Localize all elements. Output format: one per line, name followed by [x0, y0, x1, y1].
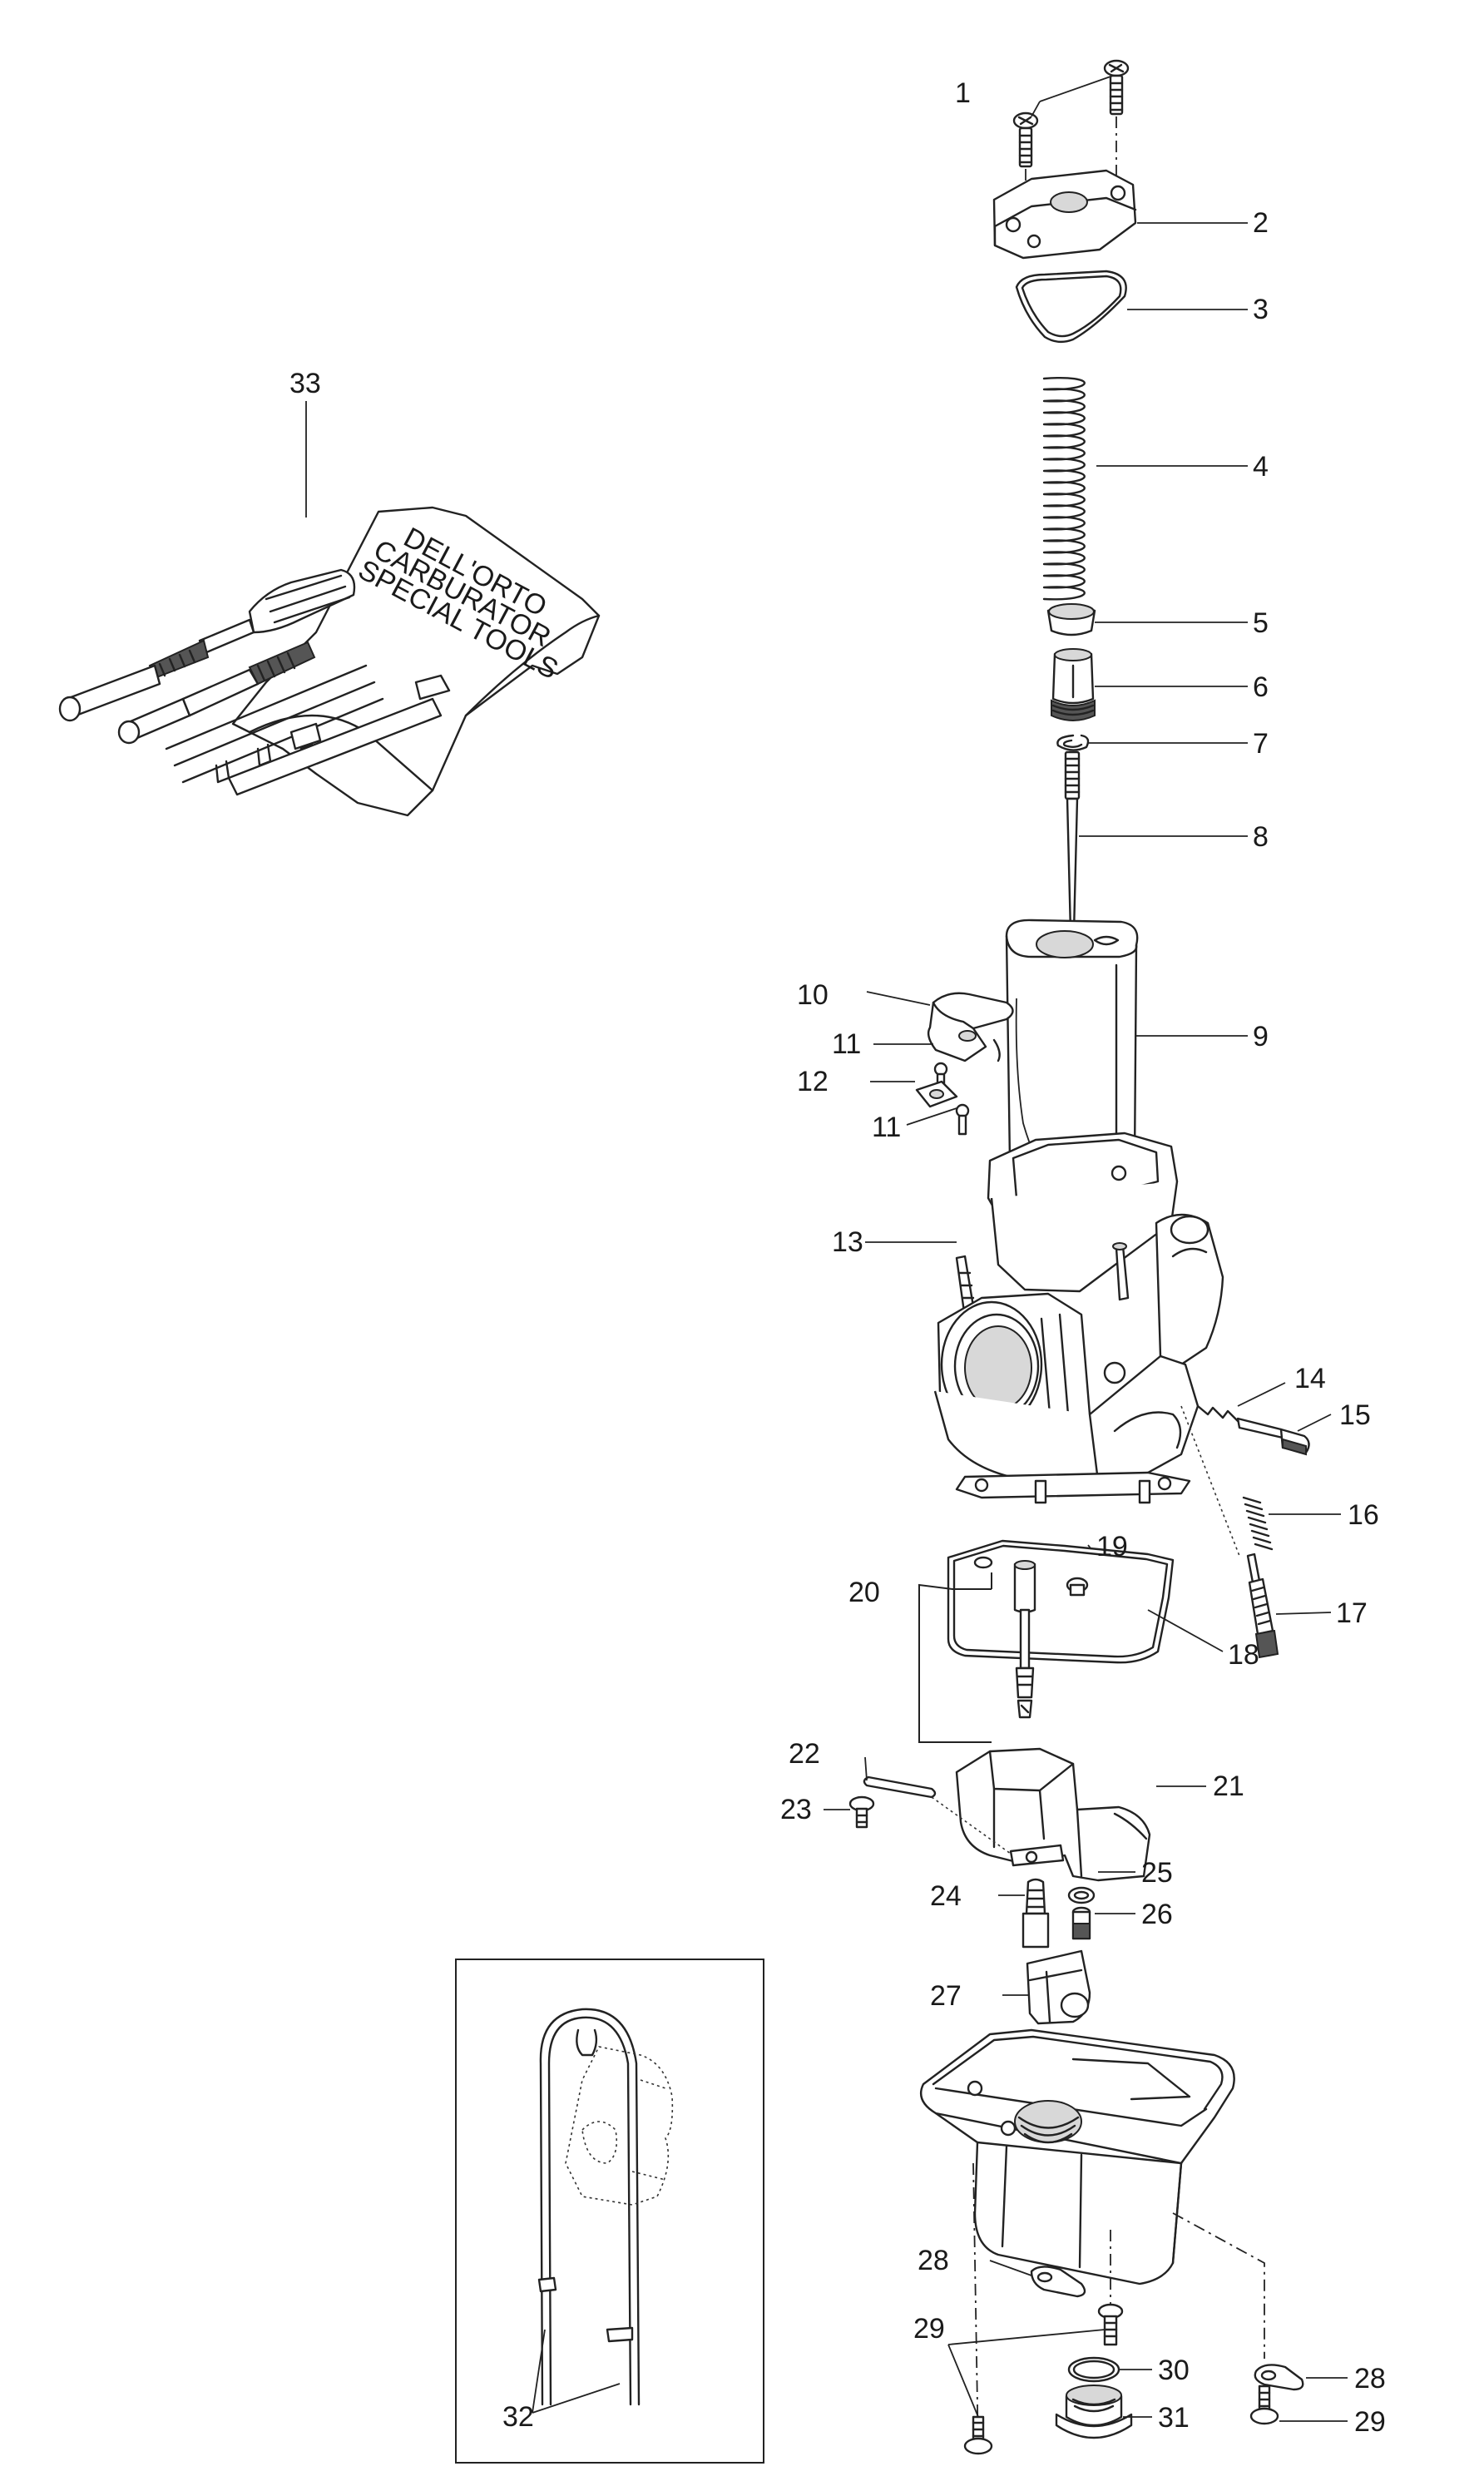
callout-13: 13	[832, 1226, 863, 1258]
part-29-screw-left	[963, 2415, 993, 2455]
part-30-o-ring	[1067, 2356, 1120, 2383]
callout-27: 27	[930, 1980, 962, 2012]
part-28-clip-right	[1254, 2364, 1304, 2391]
callout-25: 25	[1141, 1857, 1173, 1889]
callout-12: 12	[797, 1066, 829, 1097]
callout-11b: 11	[872, 1112, 901, 1143]
part-5-spring-seat	[1046, 603, 1096, 636]
callout-5: 5	[1253, 607, 1269, 639]
part-16-spring	[1180, 1405, 1274, 1557]
callout-11a: 11	[832, 1028, 861, 1060]
part-7-needle-clip	[1056, 734, 1090, 751]
callout-28b: 28	[1354, 2363, 1386, 2394]
part-20-bracket	[918, 1572, 992, 1743]
part-32-vent-tubes	[537, 2008, 674, 2406]
callout-32: 32	[502, 2401, 534, 2433]
callout-33: 33	[289, 368, 321, 399]
callout-19: 19	[1096, 1531, 1128, 1562]
callout-28a: 28	[918, 2245, 949, 2276]
part-8-jet-needle	[1064, 750, 1081, 934]
callout-3: 3	[1253, 294, 1269, 325]
part-23-screw	[848, 1795, 875, 1829]
callout-2: 2	[1253, 207, 1269, 239]
callout-4: 4	[1253, 451, 1269, 483]
part-32-inset-frame	[455, 1959, 764, 2464]
part-4-slide-spring	[1042, 377, 1086, 601]
callout-31: 31	[1158, 2402, 1190, 2434]
callout-17: 17	[1336, 1597, 1368, 1629]
part-10-bracket	[927, 992, 1014, 1062]
part-17-mixture-screw	[1246, 1553, 1279, 1659]
float-bowl	[919, 2028, 1235, 2285]
callout-15: 15	[1339, 1399, 1371, 1431]
part-14-spring	[1196, 1404, 1239, 1423]
part-29-screw-center	[1097, 2303, 1124, 2346]
callout-29b: 29	[1354, 2406, 1386, 2438]
part-28-clip-left	[1030, 2266, 1086, 2298]
part-25-washer	[1067, 1886, 1096, 1904]
part-26-jet	[1071, 1906, 1091, 1940]
part-6-needle-holder	[1051, 648, 1096, 721]
part-21-float	[955, 1747, 1151, 1882]
callout-7: 7	[1253, 728, 1269, 760]
part-22-float-pin	[863, 1775, 937, 1799]
leader-lines	[305, 76, 1348, 2422]
callout-20: 20	[848, 1577, 880, 1608]
callout-10: 10	[797, 979, 829, 1011]
part-12-plate	[915, 1080, 958, 1108]
part-33-tool-kit: DELL'ORTO CARBURATOR SPECIAL TOOLS	[58, 506, 601, 817]
callout-23: 23	[780, 1794, 812, 1825]
part-29-screw-right	[1249, 2385, 1279, 2425]
callout-29a: 29	[913, 2313, 945, 2345]
part-20-needle-jet-assembly	[1013, 1560, 1036, 1719]
callout-18: 18	[1228, 1639, 1259, 1671]
callout-22: 22	[789, 1738, 820, 1770]
part-2-top-cover	[992, 169, 1137, 260]
callout-6: 6	[1253, 671, 1269, 703]
callout-9: 9	[1253, 1021, 1269, 1052]
part-27-float-valve-bracket	[1026, 1949, 1091, 2025]
part-31-drain-plug	[1055, 2385, 1133, 2439]
callout-labels: 1 2 3 4 5 6 7 8 9 10 11 12 11 13 14 15 1…	[289, 77, 1386, 2438]
callout-30: 30	[1158, 2355, 1190, 2386]
callout-16: 16	[1348, 1499, 1379, 1531]
callout-14: 14	[1294, 1363, 1326, 1394]
callout-26: 26	[1141, 1899, 1173, 1930]
callout-1: 1	[955, 77, 971, 109]
part-15-idle-screw	[1236, 1417, 1310, 1456]
part-18-float-bowl-gasket	[947, 1539, 1175, 1664]
callout-24: 24	[930, 1880, 962, 1912]
part-1-screws	[1012, 59, 1130, 200]
part-24-float-needle-seat	[1021, 1878, 1050, 1949]
callout-8: 8	[1253, 821, 1269, 853]
part-3-gasket-ring	[1015, 270, 1127, 344]
part-19-jet	[1066, 1577, 1089, 1597]
callout-21: 21	[1213, 1770, 1244, 1802]
carburetor-body	[933, 1132, 1224, 1504]
